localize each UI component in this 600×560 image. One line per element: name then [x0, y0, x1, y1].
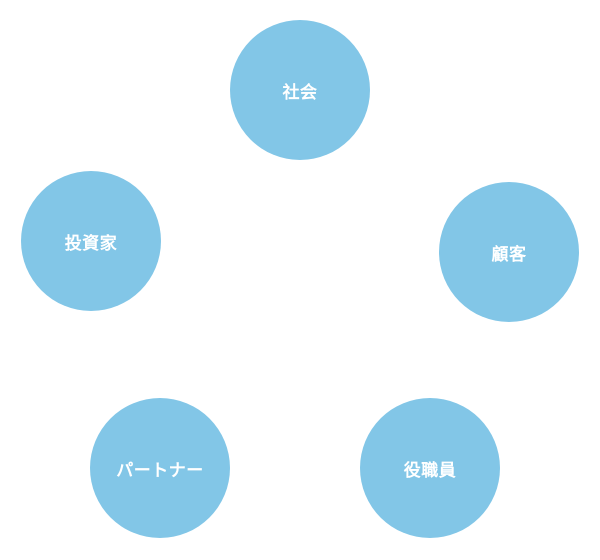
node-partner-label: パートナー: [116, 460, 204, 481]
node-employee: 役職員: [360, 398, 500, 538]
node-partner: パートナー: [90, 398, 230, 538]
node-society: 社会: [230, 20, 370, 160]
node-investor: 投資家: [21, 171, 161, 311]
node-society-label: 社会: [282, 82, 318, 103]
node-employee-label: 役職員: [403, 460, 457, 481]
node-customer: 顧客: [439, 182, 579, 322]
node-investor-label: 投資家: [64, 233, 118, 254]
node-customer-label: 顧客: [491, 244, 527, 265]
